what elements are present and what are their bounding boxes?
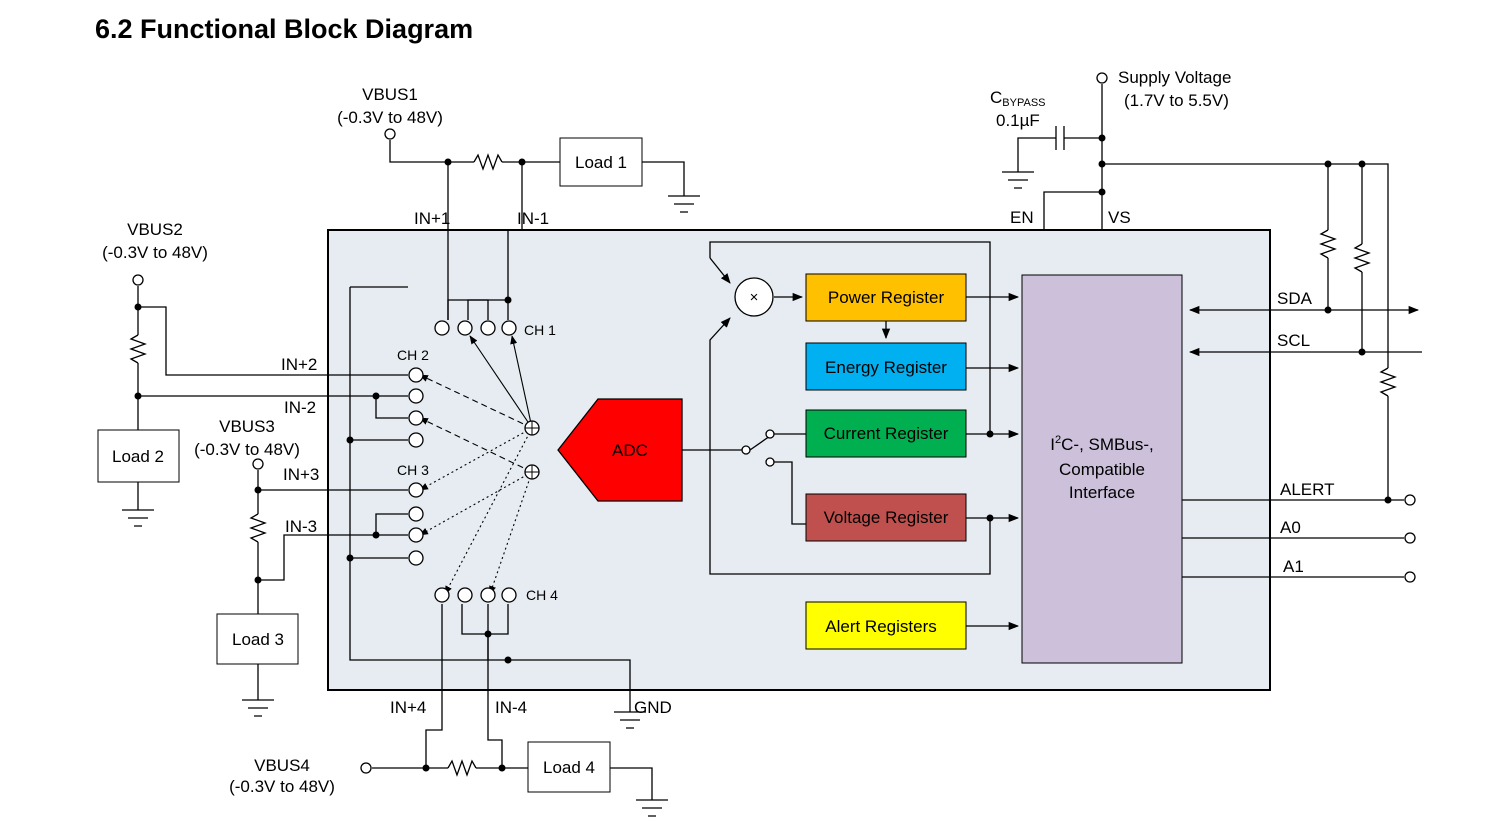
- pin-in-plus-4: IN+4: [390, 698, 426, 717]
- pin-in-plus-1: IN+1: [414, 209, 450, 228]
- energy-register-block: [805, 342, 967, 391]
- interface-label-line2: Compatible: [1059, 460, 1145, 479]
- alert-registers-label: Alert Registers: [825, 617, 936, 636]
- pin-scl: SCL: [1277, 331, 1310, 350]
- load-3-box: [216, 613, 299, 665]
- channel-3-label: CH 3: [397, 462, 429, 478]
- vbus3-label: VBUS3: [219, 417, 275, 436]
- vbus2-label: VBUS2: [127, 220, 183, 239]
- pin-vs: VS: [1108, 208, 1131, 227]
- load-3-label: Load 3: [232, 630, 284, 649]
- load-4-box: [527, 741, 611, 793]
- adc-label: ADC: [612, 441, 648, 460]
- open-terminals: [132, 72, 1416, 774]
- power-register-block: [805, 273, 967, 322]
- pin-in-minus-3: IN-3: [285, 517, 317, 536]
- pin-en: EN: [1010, 208, 1034, 227]
- alert-registers-block: [805, 601, 967, 650]
- pin-in-minus-1: IN-1: [517, 209, 549, 228]
- vbus4-label: VBUS4: [254, 756, 310, 775]
- pin-in-minus-4: IN-4: [495, 698, 527, 717]
- interface-label-line1: I2C-, SMBus-,: [1050, 434, 1153, 454]
- pin-sda: SDA: [1277, 289, 1313, 308]
- bypass-cap-value: 0.1µF: [996, 111, 1040, 130]
- channel-pins: [408, 320, 540, 603]
- page-title: 6.2 Functional Block Diagram: [95, 14, 474, 44]
- pin-in-plus-2: IN+2: [281, 355, 317, 374]
- interface-label-line3: Interface: [1069, 483, 1135, 502]
- vbus1-range: (-0.3V to 48V): [337, 108, 443, 127]
- vbus2-range: (-0.3V to 48V): [102, 243, 208, 262]
- channel-4-label: CH 4: [526, 587, 558, 603]
- supply-voltage-label: Supply Voltage: [1118, 68, 1231, 87]
- channel-1-label: CH 1: [524, 322, 556, 338]
- load-1-box: [559, 137, 643, 187]
- voltage-register-block: [805, 493, 967, 542]
- adc-block: [557, 398, 683, 502]
- load-2-label: Load 2: [112, 447, 164, 466]
- load-1-label: Load 1: [575, 153, 627, 172]
- multiplier-node: [734, 277, 774, 317]
- channel-2-label: CH 2: [397, 347, 429, 363]
- load-2-box: [97, 429, 180, 483]
- bypass-cap-label: CBYPASS: [990, 88, 1046, 109]
- interface-block: [1021, 274, 1183, 664]
- pin-a1: A1: [1283, 557, 1304, 576]
- mux-arrows: [419, 335, 533, 595]
- pin-a0: A0: [1280, 518, 1301, 537]
- voltage-register-label: Voltage Register: [824, 508, 949, 527]
- current-register-block: [805, 409, 967, 458]
- pin-alert: ALERT: [1280, 480, 1335, 499]
- pin-in-plus-3: IN+3: [283, 465, 319, 484]
- current-register-label: Current Register: [824, 424, 949, 443]
- power-register-label: Power Register: [828, 288, 945, 307]
- mux-node-crosses: [525, 421, 539, 479]
- load-4-label: Load 4: [543, 758, 595, 777]
- junction-dots: [134, 134, 1392, 772]
- ground-symbols: [122, 171, 1034, 817]
- energy-register-label: Energy Register: [825, 358, 947, 377]
- vbus1-label: VBUS1: [362, 85, 418, 104]
- vbus3-range: (-0.3V to 48V): [194, 440, 300, 459]
- multiplier-symbol: ×: [750, 289, 759, 306]
- vbus4-range: (-0.3V to 48V): [229, 777, 335, 796]
- pin-gnd: GND: [634, 698, 672, 717]
- pin-in-minus-2: IN-2: [284, 398, 316, 417]
- supply-voltage-range: (1.7V to 5.5V): [1124, 91, 1229, 110]
